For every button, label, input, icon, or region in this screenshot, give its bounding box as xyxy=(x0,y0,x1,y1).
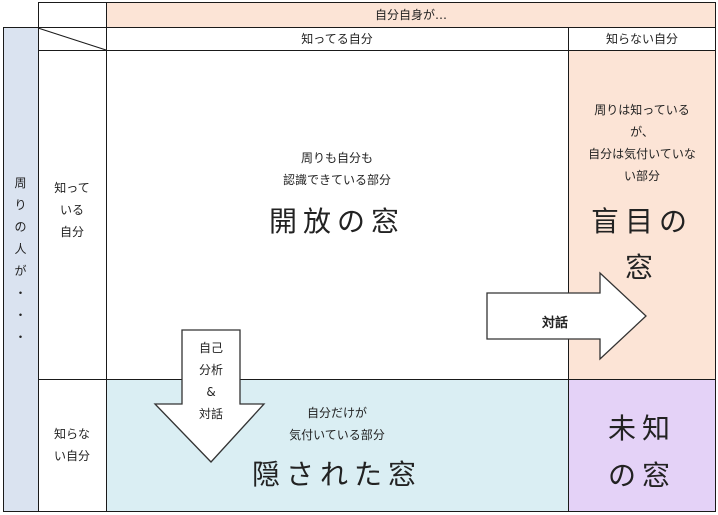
open-window-desc-line: 認識できている部分 xyxy=(282,173,391,187)
grid-line xyxy=(3,27,4,512)
header-band-bg xyxy=(106,2,716,27)
corner-diagonal xyxy=(37,27,107,51)
row-header-line: 自分 xyxy=(59,225,84,239)
left-axis-char: ・ xyxy=(14,330,27,344)
row-header-line: い自分 xyxy=(53,449,90,463)
left-axis-char: の xyxy=(14,220,27,234)
grid-line xyxy=(38,2,716,3)
grid-line xyxy=(3,511,716,512)
open-window-title: 開放の窓 xyxy=(268,205,405,238)
row-header-line: いる xyxy=(59,203,84,217)
blind-window-title-1: 盲目の xyxy=(590,205,693,238)
left-axis-char: ・ xyxy=(14,308,27,322)
dialog-right-arrow xyxy=(486,271,647,361)
left-axis-char: が xyxy=(14,264,27,278)
grid-line xyxy=(38,50,716,51)
left-axis-char: 周 xyxy=(14,176,27,190)
hidden-window-desc-line: 気付いている部分 xyxy=(289,428,385,442)
self-analysis-line: 分析 xyxy=(198,363,223,377)
hidden-window-desc: 自分だけが 気付いている部分 xyxy=(106,402,568,446)
column-header-unknown: 知らない自分 xyxy=(605,31,678,46)
unknown-window-bg xyxy=(568,379,716,512)
hidden-window-title: 隠された窓 xyxy=(251,458,422,491)
self-analysis-line: 自己 xyxy=(198,341,223,355)
grid-line xyxy=(568,27,569,512)
self-analysis-line: 対話 xyxy=(198,407,223,421)
row-header-line: 知って xyxy=(54,181,90,195)
self-analysis-line: & xyxy=(206,385,216,399)
blind-window-title-2: 窓 xyxy=(624,251,659,284)
left-axis-char: り xyxy=(14,198,27,212)
grid-line xyxy=(106,2,107,512)
grid-line xyxy=(38,379,716,380)
blind-window-desc-line: が、 xyxy=(630,125,654,139)
row-header-known: 知って いる 自分 xyxy=(38,177,106,243)
self-analysis-down-arrow xyxy=(153,329,266,463)
blind-window-desc: 周りは知っている が、 自分は気付いていな い部分 xyxy=(568,99,716,187)
row-header-line: 知らな xyxy=(53,427,90,441)
left-axis-bg xyxy=(3,27,38,512)
blind-window-desc-line: 周りは知っている xyxy=(594,103,690,117)
left-axis-char: ・ xyxy=(14,286,27,300)
row-header-unknown: 知らな い自分 xyxy=(38,423,106,467)
column-header-known: 知ってる自分 xyxy=(301,31,373,46)
left-axis-label: 周 り の 人 が ・ ・ ・ xyxy=(3,172,38,348)
unknown-window-title-2: の窓 xyxy=(607,459,676,492)
grid-line xyxy=(38,2,39,512)
unknown-window-title-1: 未知 xyxy=(607,412,676,445)
header-top-label: 自分自身が… xyxy=(374,7,447,22)
blind-window-desc-line: い部分 xyxy=(623,169,660,183)
left-axis-char: 人 xyxy=(14,242,27,256)
hidden-window-desc-line: 自分だけが xyxy=(306,406,367,420)
grid-line xyxy=(3,27,716,28)
dialog-arrow-label: 対話 xyxy=(541,316,568,331)
open-window-desc: 周りも自分も 認識できている部分 xyxy=(106,147,568,191)
open-window-desc-line: 周りも自分も xyxy=(300,151,373,165)
grid-line xyxy=(715,2,716,512)
self-analysis-arrow-label: 自己 分析 & 対話 xyxy=(182,337,240,425)
blind-window-desc-line: 自分は気付いていな xyxy=(588,147,696,161)
